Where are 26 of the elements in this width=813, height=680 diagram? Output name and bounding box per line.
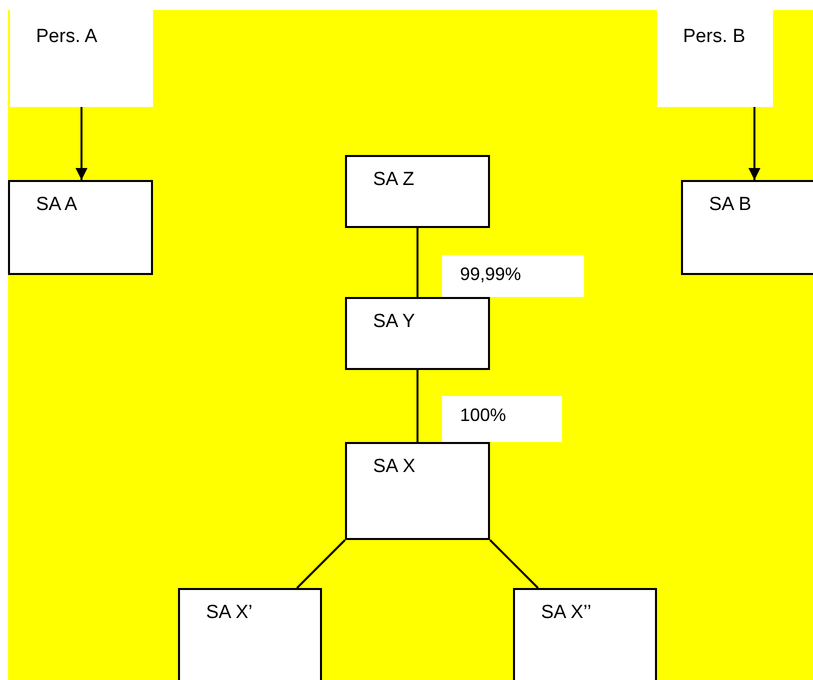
node-label: SA X’ [206, 602, 252, 624]
node-label: SA A [36, 194, 78, 216]
arrow [748, 107, 760, 180]
node-label: SA Z [373, 169, 414, 191]
connector-line [416, 228, 418, 297]
arrow [76, 107, 88, 180]
connector-line [416, 370, 418, 442]
node-label: SA B [709, 194, 752, 216]
entity-box [681, 180, 813, 275]
node-label: Pers. B [683, 26, 746, 48]
edge-label: 100% [442, 396, 562, 442]
node-label: SA X’’ [541, 602, 592, 624]
entity-box [8, 180, 153, 275]
connector-line [489, 539, 539, 589]
node-label: Pers. A [36, 26, 98, 48]
edge-label: 99,99% [442, 255, 584, 297]
entity-box [345, 442, 490, 540]
person-box [657, 10, 773, 107]
node-label: SA X [373, 456, 416, 478]
person-box [10, 10, 153, 107]
entity-box [345, 297, 490, 370]
connector-line [296, 539, 346, 589]
node-label: SA Y [373, 311, 415, 333]
entity-box [513, 588, 657, 680]
entity-box [345, 155, 490, 228]
entity-box [178, 588, 322, 680]
